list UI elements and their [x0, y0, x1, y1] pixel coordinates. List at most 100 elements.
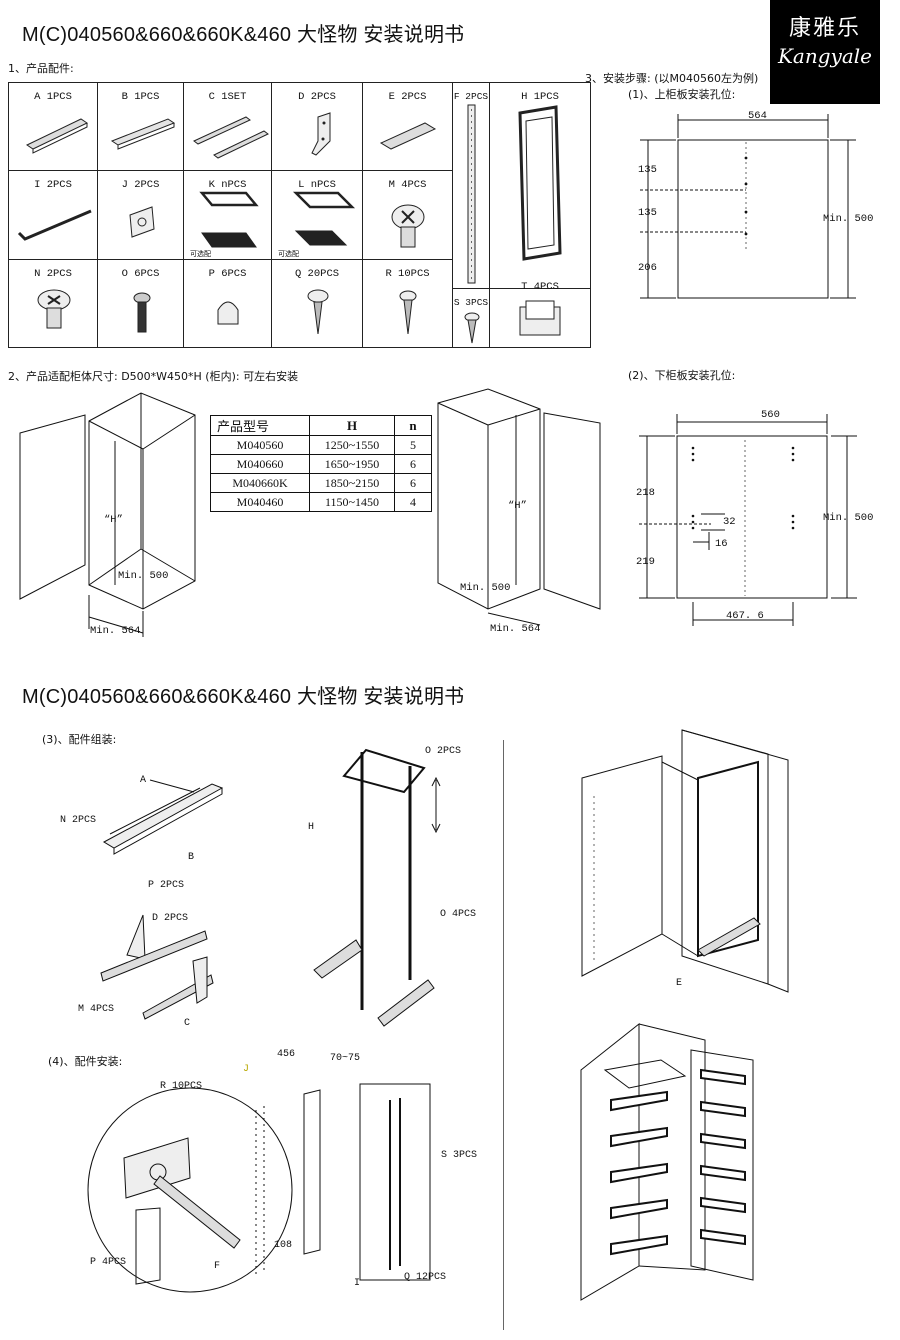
- completed-unit-drawing: [580, 1022, 754, 1301]
- brand-logo: 康雅乐 Kangyale: [770, 0, 880, 104]
- end-cap-icon: [519, 300, 561, 336]
- part-cell-m: M 4PCS: [362, 170, 453, 260]
- logo-en: Kangyale: [777, 44, 872, 68]
- callout-n: N 2PCS: [60, 815, 97, 826]
- lower-plate-drawing: [639, 414, 857, 626]
- wood-screw-icon: [307, 289, 329, 335]
- header-model: 产品型号: [210, 415, 310, 436]
- section-cabinet: 2、产品适配柜体尺寸: D500*W450*H (柜内): 可左右安装: [8, 370, 299, 383]
- part-cell-o: O 6PCS: [97, 259, 184, 348]
- bolt-icon: [133, 292, 151, 333]
- upper-dim-1: 135: [638, 164, 657, 176]
- part-label-m: M 4PCS: [388, 179, 427, 191]
- frame-icon: [518, 105, 562, 261]
- part-label-i: I 2PCS: [34, 179, 72, 191]
- callout-a: A: [140, 775, 147, 786]
- cell-n: 4: [394, 492, 432, 512]
- callout-b: B: [188, 852, 195, 863]
- upper-plate-drawing: [640, 114, 856, 299]
- part-label-r: R 10PCS: [385, 268, 430, 280]
- section-lower: (2)、下柜板安装孔位:: [628, 369, 736, 382]
- optional-note-k: 可选配: [190, 250, 211, 258]
- callout-p: P 2PCS: [148, 880, 185, 891]
- lower-dim-1: 218: [636, 487, 655, 499]
- cell-h: 1650~1950: [309, 454, 395, 474]
- wood-screw-icon: [464, 312, 480, 344]
- rail-icon: [110, 118, 176, 150]
- wood-screw-icon: [399, 290, 417, 335]
- cabinet-right-drawing: [437, 388, 601, 626]
- part-label-s: S 3PCS: [453, 297, 489, 308]
- right-cabinet-min500: Min. 500: [460, 582, 511, 594]
- callout-c: C: [184, 1018, 191, 1029]
- callout-d: D 2PCS: [152, 913, 189, 924]
- frame-assembly-drawing: [313, 748, 441, 1027]
- page-title-2: M(C)040560&660&660K&460 大怪物 安装说明书: [22, 686, 465, 708]
- callout-q: Q 12PCS: [404, 1272, 447, 1283]
- part-label-p: P 6PCS: [208, 268, 247, 280]
- part-label-b: B 1PCS: [121, 91, 160, 103]
- part-cell-p: P 6PCS: [183, 259, 272, 348]
- lower-width-dim: 560: [761, 409, 780, 421]
- part-cell-n: N 2PCS: [8, 259, 98, 348]
- part-cell-h: H 1PCS: [489, 82, 591, 289]
- part-label-a: A 1PCS: [34, 91, 72, 103]
- cell-h: 1250~1550: [309, 435, 395, 455]
- optional-note-l: 可选配: [278, 250, 299, 258]
- right-cabinet-min564: Min. 564: [490, 623, 541, 635]
- basket-icon: [292, 191, 356, 246]
- upper-width-dim: 564: [748, 110, 767, 122]
- logo-cn: 康雅乐: [788, 16, 861, 41]
- cover-strip-icon: [379, 122, 437, 150]
- callout-o-top: O 2PCS: [425, 746, 462, 757]
- bracket-assembly-drawing: [100, 914, 214, 1020]
- callout-j: J: [243, 1064, 250, 1075]
- cabinet-left-drawing: [19, 392, 196, 637]
- part-cell-b: B 1PCS: [97, 82, 184, 171]
- callout-s: S 3PCS: [441, 1150, 478, 1161]
- part-cell-l: L nPCS 可选配: [271, 170, 363, 260]
- header-h: H: [309, 415, 395, 436]
- left-cabinet-min500: Min. 500: [118, 570, 169, 582]
- header-n: n: [394, 415, 432, 436]
- callout-h: H: [308, 822, 315, 833]
- model-table-header: 产品型号 H n: [210, 415, 432, 436]
- lower-dim-2: 219: [636, 556, 655, 568]
- part-label-e: E 2PCS: [388, 91, 427, 103]
- callout-p-install: P 4PCS: [90, 1257, 127, 1268]
- part-cell-s: S 3PCS: [452, 288, 490, 348]
- dim-456: 456: [277, 1049, 296, 1060]
- part-label-q: Q 20PCS: [294, 268, 340, 280]
- part-cell-f: F 2PCS: [452, 82, 490, 289]
- callout-e: E: [676, 978, 683, 989]
- cell-n: 6: [394, 473, 432, 493]
- part-cell-j: J 2PCS: [97, 170, 184, 260]
- left-cabinet-min564: Min. 564: [90, 625, 141, 637]
- screw-icon: [391, 204, 425, 248]
- callout-o-mid: O 4PCS: [440, 909, 477, 920]
- part-label-n: N 2PCS: [34, 268, 72, 280]
- callout-f: F: [214, 1261, 221, 1272]
- bracket-icon: [311, 112, 331, 156]
- right-cabinet-h: “H”: [508, 500, 527, 512]
- part-label-f: F 2PCS: [453, 91, 489, 102]
- part-cell-i: I 2PCS: [8, 170, 98, 260]
- upper-depth-dim: Min. 500: [823, 213, 874, 225]
- part-label-t: T 4PCS: [521, 281, 559, 293]
- section-parts: 1、产品配件:: [8, 62, 74, 75]
- basket-icon: [199, 191, 259, 248]
- part-cell-d: D 2PCS: [271, 82, 363, 171]
- part-label-d: D 2PCS: [298, 91, 336, 103]
- section-steps: 3、安装步骤: (以M040560左为例): [585, 72, 759, 85]
- lower-hole-b: 16: [715, 538, 728, 550]
- lower-depth-dim: Min. 500: [823, 512, 874, 524]
- part-label-l: L nPCS: [298, 179, 336, 191]
- screw-icon: [37, 289, 71, 329]
- part-cell-t: T 4PCS: [489, 281, 591, 348]
- installed-frame-drawing: [581, 729, 789, 993]
- part-label-o: O 6PCS: [121, 268, 160, 280]
